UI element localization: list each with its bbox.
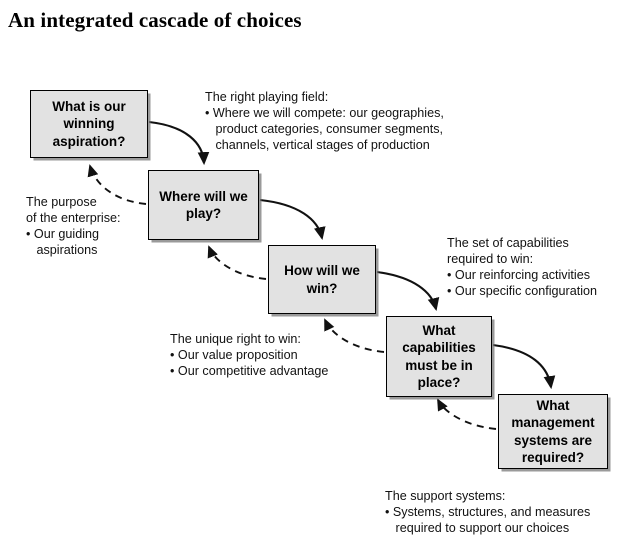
edge-aspiration-to-play	[148, 120, 210, 166]
note-playing-field: The right playing field: • Where we will…	[205, 90, 444, 153]
note-support-systems: The support systems: • Systems, structur…	[385, 489, 591, 536]
edge-capabilities-to-systems	[492, 343, 556, 390]
edge-win-to-capabilities	[376, 270, 440, 312]
page-title: An integrated cascade of choices	[8, 8, 302, 32]
edge-capabilities-to-win	[324, 318, 385, 353]
note-capabilities: The set of capabilities required to win:…	[447, 236, 598, 299]
edge-play-to-win	[259, 198, 326, 241]
note-purpose: The purpose of the enterprise: • Our gui…	[26, 195, 121, 258]
edge-systems-to-capabilities	[437, 398, 497, 430]
note-right-to-win: The unique right to win: • Our value pro…	[170, 332, 329, 379]
edge-win-to-play	[207, 245, 267, 280]
